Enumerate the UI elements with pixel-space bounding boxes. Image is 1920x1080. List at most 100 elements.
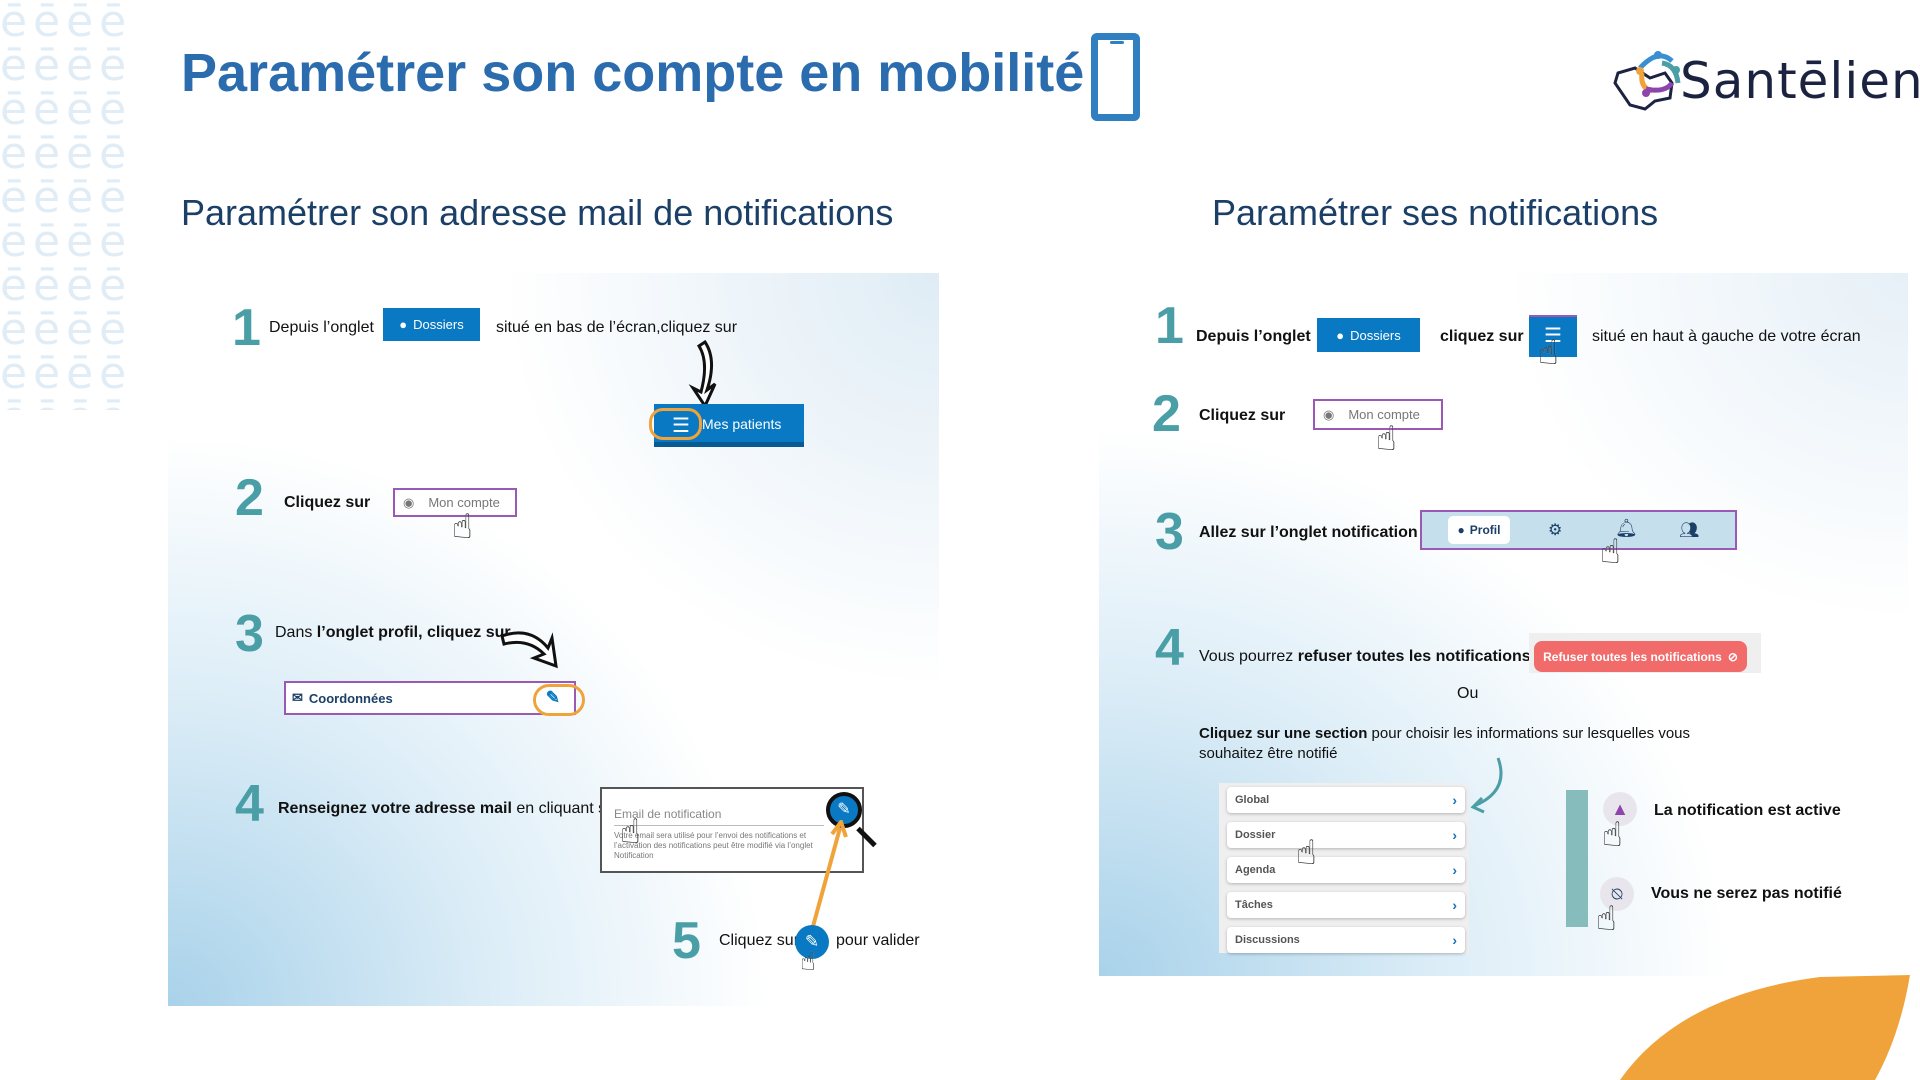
chevron-right-icon: ›: [1452, 792, 1457, 808]
user-icon: ●: [1457, 523, 1465, 537]
hand-pointer-icon: ☝: [1596, 899, 1617, 939]
section-item-dossier[interactable]: Dossier›: [1227, 822, 1465, 848]
section-label: Global: [1235, 794, 1270, 806]
step-number: 5: [672, 912, 701, 970]
coordonnees-field: ✉Coordonnées ✎: [284, 681, 576, 715]
menu-icon[interactable]: ☰: [672, 415, 690, 437]
highlight-ring: [533, 684, 585, 716]
step-text-a: Dans: [275, 624, 317, 641]
step-text: Depuis l’onglet: [1196, 328, 1311, 345]
step-number: 1: [1155, 297, 1184, 355]
edit-icon[interactable]: ✎: [545, 688, 560, 707]
step-text-b: l’onglet profil, cliquez sur: [316, 624, 511, 641]
coordonnees-label: Coordonnées: [308, 690, 393, 706]
tab-profil-label: Profil: [1469, 523, 1501, 537]
mon-compte-button[interactable]: ◉ Mon compte: [1313, 399, 1443, 430]
section-bold: Cliquez sur une section: [1199, 725, 1368, 742]
highlight-ring: [649, 408, 702, 440]
step-number: 2: [1152, 385, 1181, 443]
step-number: 1: [232, 299, 261, 357]
dossiers-tab-button[interactable]: ● Dossiers: [383, 308, 480, 341]
hand-pointer-icon: ☝: [1538, 333, 1559, 373]
user-icon: ●: [399, 317, 408, 332]
hand-pointer-icon: ☝: [1376, 419, 1397, 459]
refuse-button-container: Refuser toutes les notifications ⊘: [1529, 633, 1761, 673]
or-text: Ou: [1457, 685, 1479, 702]
bell-active-icon: ▲: [1603, 792, 1637, 826]
right-heading: Paramétrer ses notifications: [1212, 192, 1659, 233]
dossiers-label: Dossiers: [413, 317, 464, 332]
step-text: Cliquez sur: [719, 932, 800, 949]
section-item-taches[interactable]: Tâches›: [1227, 892, 1465, 918]
section-instructions: Cliquez sur une section pour choisir les…: [1199, 724, 1739, 764]
hand-pointer-icon: ☝: [620, 812, 641, 852]
step-number: 4: [1155, 619, 1184, 677]
step-text: situé en bas de l’écran,cliquez sur: [496, 319, 738, 336]
tab-team-settings-icon[interactable]: ⚙: [1548, 522, 1563, 539]
section-item-discussions[interactable]: Discussions ›: [1227, 927, 1465, 953]
mon-compte-label: Mon compte: [1348, 407, 1420, 422]
refuse-all-notifications-button[interactable]: Refuser toutes les notifications ⊘: [1534, 641, 1747, 672]
mon-compte-button[interactable]: ◉ Mon compte: [393, 488, 517, 517]
step-number: 2: [235, 469, 264, 527]
mes-patients-bar: ☰ Mes patients: [654, 404, 804, 447]
decorative-e-pattern: ē ē ē ē ē ē ē ē ē ē ē ē ē ē ē ē ē ē ē ē …: [0, 0, 126, 410]
page-title: Paramétrer son compte en mobilité: [181, 43, 1085, 103]
section-label: Discussions: [1235, 934, 1300, 946]
step-text: cliquez sur: [1440, 328, 1524, 345]
dossiers-label: Dossiers: [1350, 327, 1401, 343]
hand-pointer-icon: ☝: [1600, 532, 1621, 572]
chevron-right-icon: ›: [1452, 932, 1457, 948]
step-text: Cliquez sur: [1199, 407, 1286, 424]
section-list: Global › Dossier› Agenda› Tâches› Discuss…: [1219, 783, 1469, 953]
mes-patients-label: Mes patients: [702, 416, 782, 432]
phone-icon: [1091, 33, 1140, 121]
inactive-label: Vous ne serez pas notifié: [1651, 885, 1842, 902]
mon-compte-label: Mon compte: [428, 495, 500, 510]
magnifier-edit-icon: ✎: [826, 792, 862, 828]
step-text-bold: Renseignez votre adresse mail: [278, 800, 512, 817]
menu-icon: ☰: [1544, 325, 1562, 347]
validate-edit-button[interactable]: ✎: [795, 925, 829, 959]
step-number: 3: [1155, 503, 1184, 561]
active-label: La notification est active: [1654, 802, 1841, 819]
curved-arrow-icon: [1470, 757, 1503, 814]
refuse-label: Refuser toutes les notifications: [1543, 649, 1722, 664]
logo-text: Santēlien: [1680, 52, 1920, 110]
bell-off-icon: ⍉: [1600, 877, 1634, 911]
step-text: Cliquez sur: [284, 494, 371, 511]
step-text: Renseignez votre adresse mail en cliquan…: [278, 799, 620, 819]
menu-button[interactable]: ☰: [1529, 315, 1577, 357]
tab-profil[interactable]: ● Profil: [1448, 516, 1510, 544]
prohibited-icon: ⊘: [1727, 649, 1738, 664]
chevron-right-icon: ›: [1452, 827, 1457, 843]
step-text: pour valider: [836, 932, 920, 949]
tab-group-icon[interactable]: 👥︎: [1679, 522, 1700, 539]
hand-pointer-icon: ☝: [1602, 815, 1623, 855]
hand-pointer-icon: ☝: [1296, 833, 1317, 873]
chevron-right-icon: ›: [1452, 862, 1457, 878]
email-input[interactable]: Email de notification: [614, 807, 824, 826]
account-circle-icon: ◉: [403, 494, 415, 510]
step-text-a: Vous pourrez: [1199, 648, 1298, 665]
curved-arrow-icon: [688, 340, 717, 410]
santelien-logo: [1613, 51, 1681, 111]
step-text: Dans l’onglet profil, cliquez sur: [275, 623, 511, 643]
step-text: Allez sur l’onglet notification: [1199, 524, 1418, 541]
email-help-text: Votre email sera utilisé pour l’envoi de…: [614, 831, 813, 860]
tab-notification-bell-icon[interactable]: 🔔︎: [1615, 518, 1638, 539]
orange-corner-shape: [1620, 975, 1910, 1080]
teal-legend-bar: [1566, 790, 1588, 927]
section-item-agenda[interactable]: Agenda›: [1227, 857, 1465, 883]
dossiers-tab-button[interactable]: ●Dossiers: [1317, 318, 1420, 352]
step-number: 3: [235, 605, 264, 663]
section-item-global[interactable]: Global ›: [1227, 787, 1465, 813]
left-heading: Paramétrer son adresse mail de notificat…: [181, 192, 894, 233]
section-rest: pour choisir les informations sur lesque…: [1199, 725, 1691, 762]
account-tab-bar: ● Profil ⚙ 🔔︎ 👥︎: [1420, 510, 1737, 550]
curved-arrow-icon: [500, 631, 558, 669]
chevron-right-icon: ›: [1452, 897, 1457, 913]
step-text-b: refuser toutes les notifications: [1297, 648, 1531, 665]
step-text: Depuis l’onglet: [269, 319, 374, 336]
account-circle-icon: ◉: [1323, 406, 1335, 422]
